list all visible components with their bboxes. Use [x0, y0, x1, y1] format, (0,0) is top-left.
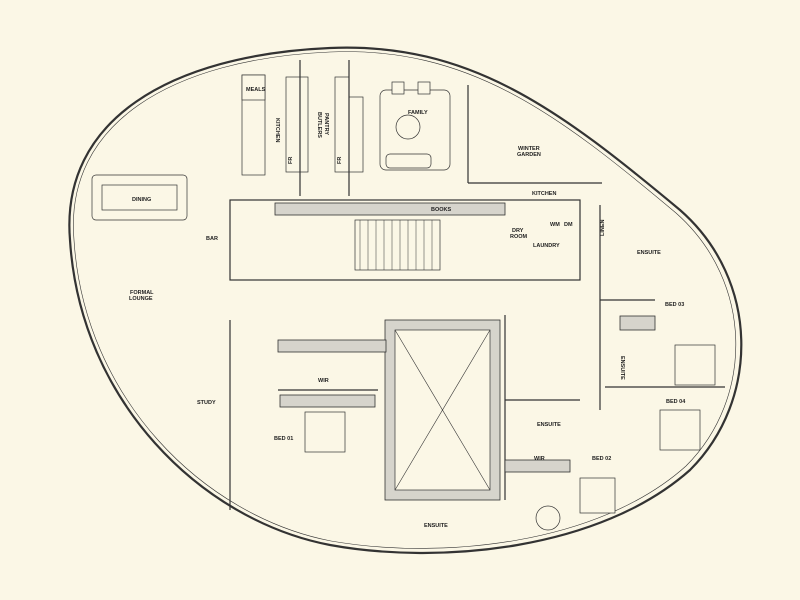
label-garden: GARDEN	[517, 152, 541, 158]
family-furniture	[379, 81, 451, 171]
label-ensuite-bed04: ENSUITE	[619, 356, 625, 380]
label-dining: DINING	[132, 197, 151, 203]
bedroom-walls	[229, 205, 725, 510]
room-labels: MEALS KITCHEN BUTLERS PANTRY FAMILY WINT…	[129, 87, 686, 529]
label-kitchen-2: KITCHEN	[532, 191, 556, 197]
label-ensuite-bed03: ENSUITE	[637, 250, 661, 256]
label-pantry: PANTRY	[323, 113, 329, 135]
label-meals: MEALS	[246, 87, 266, 93]
label-dry: DRY	[512, 228, 524, 234]
winter-garden-walls	[467, 85, 602, 184]
label-dm: DM	[564, 222, 573, 228]
label-winter: WINTER	[518, 146, 540, 152]
label-linen: LINEN	[600, 219, 606, 236]
label-laundry: LAUNDRY	[533, 243, 560, 249]
label-family: FAMILY	[408, 110, 428, 116]
label-wir-bed01: WIR	[318, 378, 329, 384]
label-ensuite-bed01: ENSUITE	[424, 523, 448, 529]
label-ensuite-bed02: ENSUITE	[537, 422, 561, 428]
label-wm: WM	[550, 222, 560, 228]
label-study: STUDY	[197, 400, 216, 406]
building-outline	[68, 46, 743, 555]
building-outline-inner	[73, 51, 737, 549]
central-core	[229, 199, 581, 501]
label-formal: FORMAL	[130, 290, 154, 296]
beds	[304, 344, 716, 531]
label-bar: BAR	[206, 236, 218, 242]
label-bed02: BED 02	[592, 456, 611, 462]
label-lounge: LOUNGE	[129, 296, 153, 302]
label-butlers: BUTLERS	[316, 112, 322, 138]
label-bed03: BED 03	[665, 302, 684, 308]
label-wir-bed02: WIR	[534, 456, 545, 462]
label-bed01: BED 01	[274, 436, 293, 442]
label-fridge-1: FR	[288, 157, 294, 164]
label-fridge-2: FR	[337, 157, 343, 164]
label-bed04: BED 04	[666, 399, 686, 405]
label-room: ROOM	[510, 234, 528, 240]
label-kitchen: KITCHEN	[274, 118, 280, 142]
label-books: BOOKS	[431, 207, 452, 213]
kitchen-fixtures	[241, 60, 364, 196]
dining-table	[91, 174, 188, 221]
